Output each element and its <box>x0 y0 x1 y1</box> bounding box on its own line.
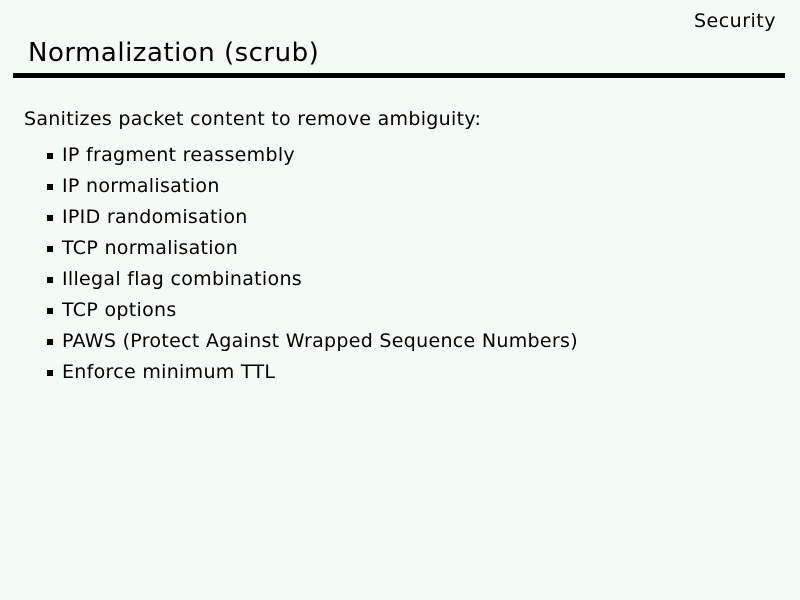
list-item-label: Enforce minimum TTL <box>62 361 276 383</box>
list-item: IPID randomisation <box>47 202 780 233</box>
slide-category-label: Security <box>693 10 776 32</box>
list-item: IP normalisation <box>47 171 780 202</box>
list-item: Illegal flag combinations <box>47 264 780 295</box>
intro-text: Sanitizes packet content to remove ambig… <box>24 108 482 130</box>
list-item-label: IP normalisation <box>62 175 220 197</box>
bullet-square-icon <box>47 307 53 314</box>
list-item-label: TCP options <box>62 299 177 321</box>
list-item-label: IPID randomisation <box>62 206 248 228</box>
list-item: Enforce minimum TTL <box>47 357 780 388</box>
title-underline-rule <box>13 73 785 78</box>
bullet-square-icon <box>47 338 53 345</box>
bullet-square-icon <box>47 276 53 283</box>
list-item: TCP options <box>47 295 780 326</box>
list-item: PAWS (Protect Against Wrapped Sequence N… <box>47 326 780 357</box>
page-title: Normalization (scrub) <box>28 38 320 68</box>
bullet-square-icon <box>47 245 53 252</box>
bullet-square-icon <box>47 214 53 221</box>
bullet-square-icon <box>47 152 53 159</box>
slide-body: Sanitizes packet content to remove ambig… <box>24 108 780 388</box>
bullet-list: IP fragment reassembly IP normalisation … <box>47 140 780 388</box>
list-item-label: TCP normalisation <box>62 237 239 259</box>
list-item: IP fragment reassembly <box>47 140 780 171</box>
bullet-square-icon <box>47 183 53 190</box>
bullet-square-icon <box>47 369 53 376</box>
list-item-label: IP fragment reassembly <box>62 144 295 166</box>
list-item: TCP normalisation <box>47 233 780 264</box>
list-item-label: PAWS (Protect Against Wrapped Sequence N… <box>62 330 578 352</box>
list-item-label: Illegal flag combinations <box>62 268 302 290</box>
